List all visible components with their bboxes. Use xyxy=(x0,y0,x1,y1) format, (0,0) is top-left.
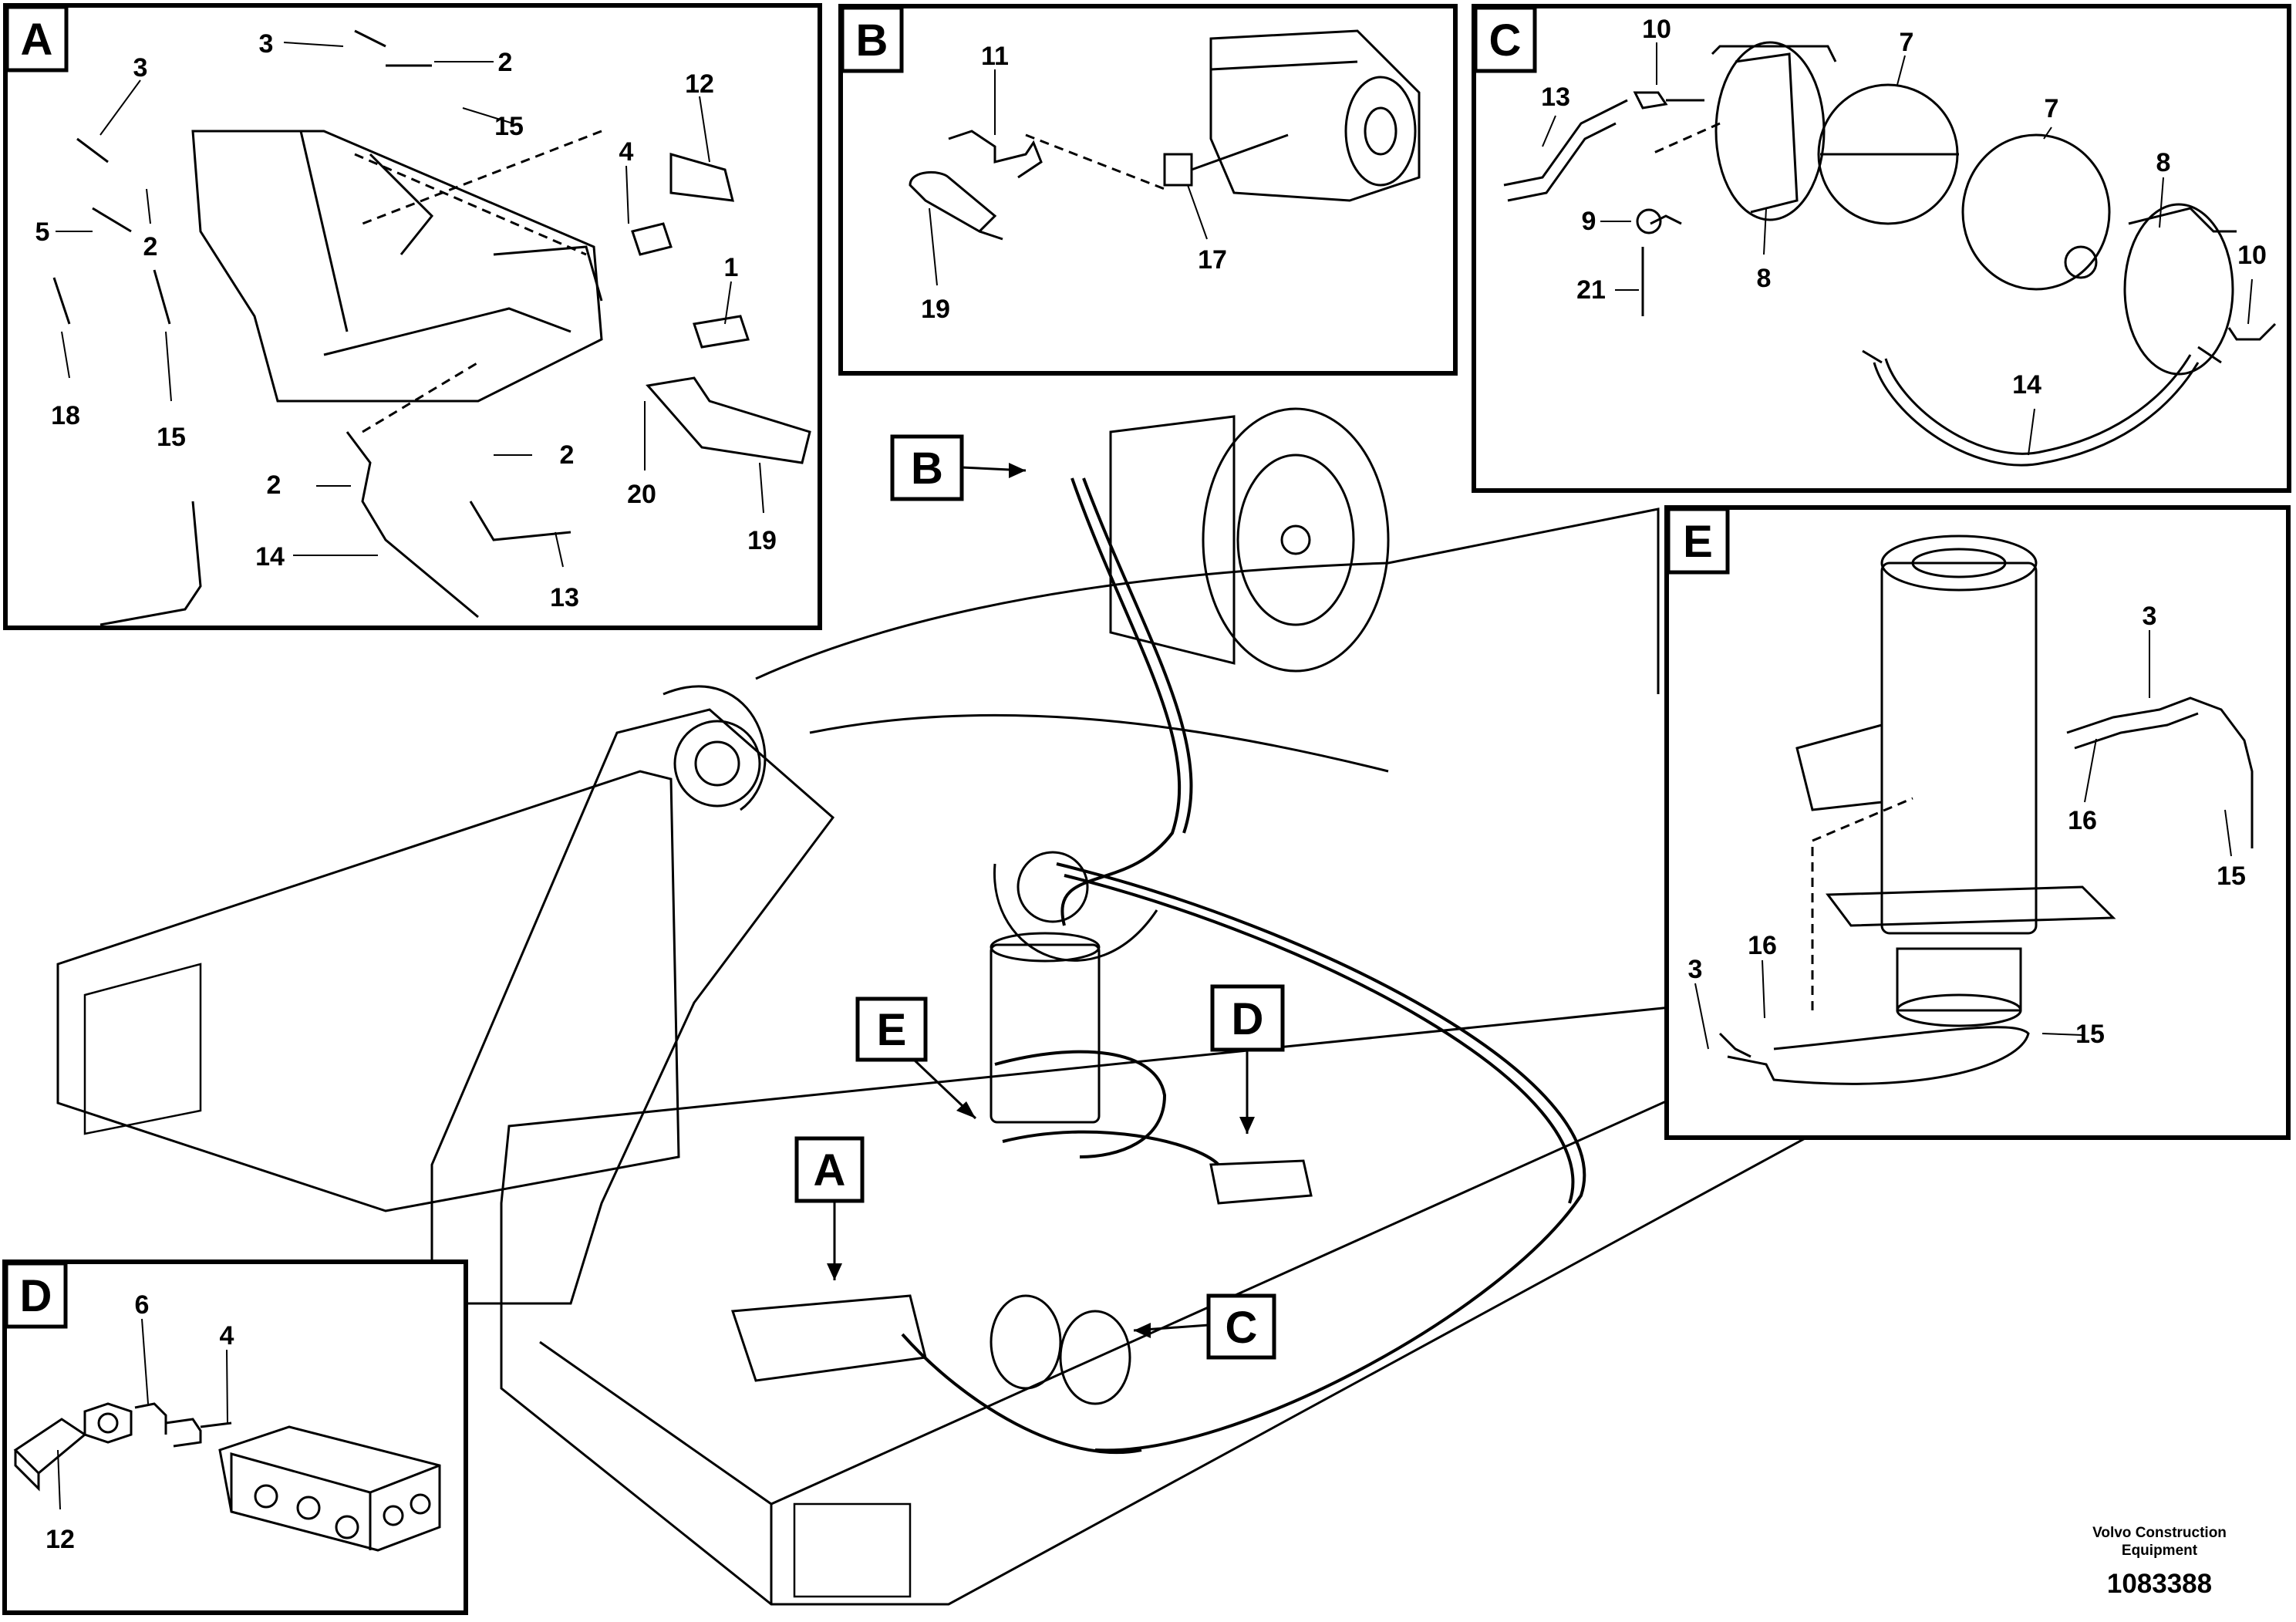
callout-b: B xyxy=(890,434,1027,501)
panel-c-tag: C xyxy=(1489,15,1522,66)
panel-b: B 11 17 19 xyxy=(838,4,1458,376)
part-label: 15 xyxy=(157,423,186,452)
part-label: 2 xyxy=(498,48,513,77)
part-label: 4 xyxy=(619,137,634,167)
callout-d-label: D xyxy=(1232,994,1264,1044)
part-label: 10 xyxy=(2237,241,2267,270)
panel-c-drawing xyxy=(1503,41,2277,467)
panel-a-part-labels: 3 2 15 12 3 4 5 2 1 18 15 2 2 20 19 14 1… xyxy=(35,29,777,612)
callout-a-label: A xyxy=(814,1145,846,1195)
panel-e: E 3 16 15 16 3 xyxy=(1664,505,2291,1140)
panel-d-leader-lines xyxy=(57,1318,228,1510)
part-label: 11 xyxy=(981,42,1009,71)
panel-c-part-labels: 10 7 13 7 8 9 8 10 21 14 xyxy=(1541,15,2267,400)
part-label: 1 xyxy=(724,253,739,282)
part-label: 15 xyxy=(2217,862,2246,891)
callout-c: C xyxy=(1133,1293,1276,1360)
panel-a: A xyxy=(3,3,822,630)
main-assembly-drawing xyxy=(56,407,1914,1606)
part-label: 9 xyxy=(1582,207,1596,236)
panel-e-tag: E xyxy=(1683,517,1713,567)
part-label: 13 xyxy=(1541,83,1570,112)
document-number: 1083388 xyxy=(2107,1569,2212,1599)
callout-e: E xyxy=(855,996,977,1120)
part-label: 14 xyxy=(255,542,285,572)
part-label: 12 xyxy=(685,69,714,99)
callout-c-label: C xyxy=(1226,1303,1258,1353)
part-label: 21 xyxy=(1576,275,1606,305)
part-label: 3 xyxy=(259,29,274,59)
panel-a-tag: A xyxy=(21,15,53,65)
panel-e-part-labels: 3 16 15 16 3 15 xyxy=(1688,602,2246,1049)
part-label: 5 xyxy=(35,218,50,247)
part-label: 2 xyxy=(560,440,575,470)
callout-d: D xyxy=(1210,984,1285,1134)
part-label: 13 xyxy=(550,583,579,612)
panel-d-tag: D xyxy=(20,1271,52,1321)
callout-e-label: E xyxy=(877,1005,907,1055)
part-label: 10 xyxy=(1642,15,1671,44)
part-label: 3 xyxy=(1688,955,1703,984)
part-label: 19 xyxy=(747,526,777,555)
panel-a-leader-lines xyxy=(56,42,764,568)
part-label: 4 xyxy=(220,1321,234,1351)
callout-b-label: B xyxy=(911,443,943,494)
panel-c: C xyxy=(1472,4,2291,493)
company-name-line2: Equipment xyxy=(2122,1543,2198,1559)
part-label: 20 xyxy=(627,480,656,509)
part-label: 18 xyxy=(51,401,80,430)
part-label: 2 xyxy=(267,470,282,500)
part-label: 15 xyxy=(494,112,524,141)
part-label: 3 xyxy=(133,53,148,83)
panel-c-leader-lines xyxy=(1542,42,2253,456)
panel-b-drawing xyxy=(909,29,1421,241)
part-label: 16 xyxy=(2068,806,2097,835)
part-label: 3 xyxy=(2143,602,2157,631)
part-label: 16 xyxy=(1748,931,1777,960)
part-label: 6 xyxy=(135,1290,150,1320)
panel-d-drawing xyxy=(13,1402,441,1552)
part-label: 17 xyxy=(1198,245,1227,275)
company-name-line1: Volvo Construction xyxy=(2092,1525,2227,1541)
part-label: 15 xyxy=(2075,1020,2105,1049)
footer: Volvo Construction Equipment 1083388 xyxy=(2092,1525,2227,1599)
callout-a: A xyxy=(794,1136,865,1280)
panel-e-drawing xyxy=(1718,534,2254,1085)
part-label: 19 xyxy=(921,295,950,324)
panel-b-tag: B xyxy=(856,15,888,66)
panel-a-drawing xyxy=(52,29,811,626)
panel-d: D 6 4 12 xyxy=(2,1259,468,1615)
panel-b-part-labels: 11 17 19 xyxy=(921,42,1227,324)
part-label: 2 xyxy=(143,232,158,261)
panel-d-part-labels: 6 4 12 xyxy=(46,1290,234,1554)
panel-e-leader-lines xyxy=(1694,630,2232,1050)
panel-b-leader-lines xyxy=(929,69,1208,286)
part-label: 8 xyxy=(2156,148,2171,177)
part-label: 7 xyxy=(1900,28,1914,57)
part-label: 12 xyxy=(46,1525,75,1554)
part-label: 14 xyxy=(2012,370,2041,400)
part-label: 8 xyxy=(1757,264,1772,293)
part-label: 7 xyxy=(2045,94,2059,123)
